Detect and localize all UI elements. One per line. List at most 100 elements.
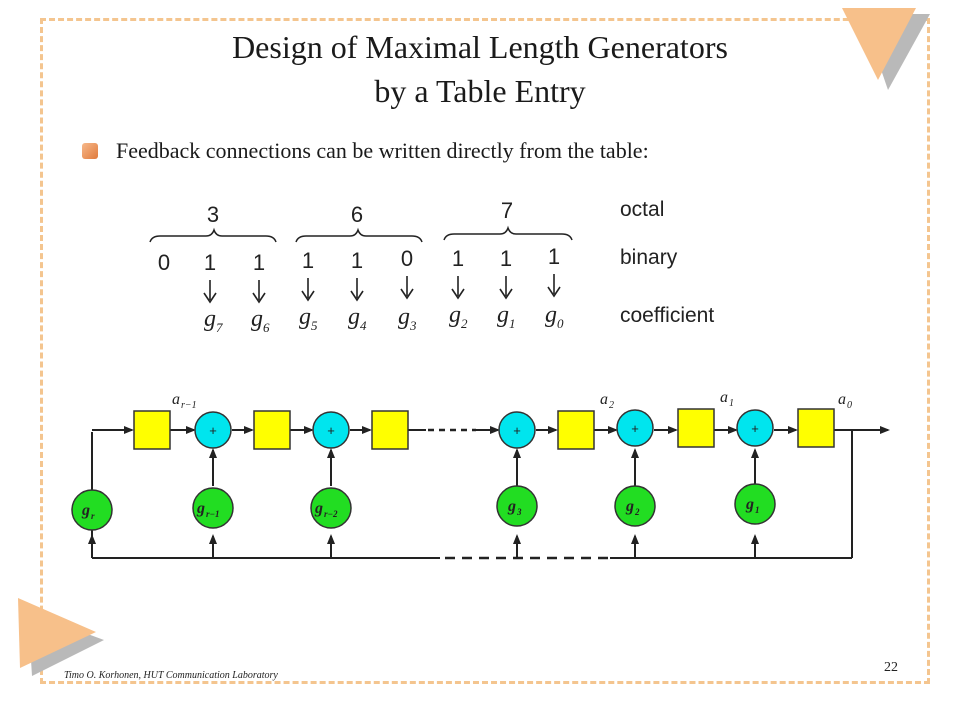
svg-text:g: g [314,500,323,517]
slide-title-line-1: Design of Maximal Length Generators [232,29,728,65]
adder-symbol: + [209,423,217,438]
down-arrow-icon [400,276,414,300]
brace [443,225,573,241]
feedback-gain [614,485,656,527]
bullet-item: Feedback connections can be written dire… [82,138,649,164]
svg-text:3: 3 [516,507,522,517]
svg-text:g: g [507,498,516,515]
svg-text:r−1: r−1 [206,509,219,519]
svg-text:r−2: r−2 [324,509,338,519]
svg-text:5: 5 [311,318,318,333]
octal-digit: 3 [207,202,219,227]
svg-text:g: g [251,306,263,332]
down-arrow-icon [252,280,266,304]
svg-text:a: a [172,391,180,408]
feedback-gain [496,485,538,527]
binary-digit: 1 [548,244,560,269]
feedback-gain [310,487,352,529]
svg-text:2: 2 [461,316,468,331]
shift-register [133,410,171,450]
footer-author: Timo O. Korhonen, HUT Communication Labo… [64,670,278,681]
svg-text:g: g [348,304,360,330]
svg-text:g: g [81,502,90,519]
modulo-2-adder [616,409,654,447]
shift-register [677,408,715,448]
shift-register [557,410,595,450]
modulo-2-adder [736,409,774,447]
binary-digit: 1 [452,246,464,271]
svg-text:g: g [545,302,557,328]
shift-register [253,410,291,450]
svg-text:3: 3 [409,318,417,333]
top-right-triangle [842,8,916,80]
svg-text:1: 1 [755,505,760,515]
slide-frame [40,18,930,684]
binary-digit: 1 [253,250,265,275]
binary-digit: 1 [302,248,314,273]
svg-text:2: 2 [609,400,614,411]
binary-digit: 0 [158,250,170,275]
svg-text:g: g [745,496,754,513]
brace [149,227,277,243]
down-arrow-icon [499,276,513,300]
feedback-gain [734,483,776,525]
down-arrow-icon [301,278,315,302]
row-label-coefficient: coefficient [620,304,714,327]
svg-text:0: 0 [557,316,564,331]
adder-symbol: + [327,423,335,438]
bullet-text: Feedback connections can be written dire… [116,138,649,163]
bottom-left-triangle [18,598,96,668]
row-label-octal: octal [620,198,664,221]
shift-register [371,410,409,450]
svg-text:6: 6 [263,320,270,335]
svg-text:g: g [449,302,461,328]
svg-text:g: g [196,500,205,517]
adder-symbol: + [751,421,759,436]
page-number: 22 [884,660,898,675]
modulo-2-adder [312,411,350,449]
binary-digit: 1 [500,246,512,271]
svg-text:2: 2 [634,507,640,517]
svg-text:g: g [204,306,216,332]
svg-text:a: a [600,391,608,408]
binary-digit: 1 [204,250,216,275]
octal-digit: 7 [501,198,513,223]
modulo-2-adder [194,411,232,449]
down-arrow-icon [350,278,364,302]
binary-digit: 1 [351,248,363,273]
svg-text:1: 1 [509,316,516,331]
svg-text:g: g [625,498,634,515]
svg-text:4: 4 [360,318,367,333]
adder-symbol: + [631,421,639,436]
svg-text:0: 0 [847,400,852,411]
feedback-gain [192,487,234,529]
svg-text:g: g [299,304,311,330]
feedback-gain [71,489,113,531]
binary-digit: 0 [401,246,413,271]
svg-text:a: a [838,391,846,408]
down-arrow-icon [203,280,217,304]
adder-symbol: + [513,423,521,438]
svg-text:g: g [398,304,410,330]
brace [295,227,423,243]
down-arrow-icon [451,276,465,300]
modulo-2-adder [498,411,536,449]
svg-text:r: r [91,511,95,521]
